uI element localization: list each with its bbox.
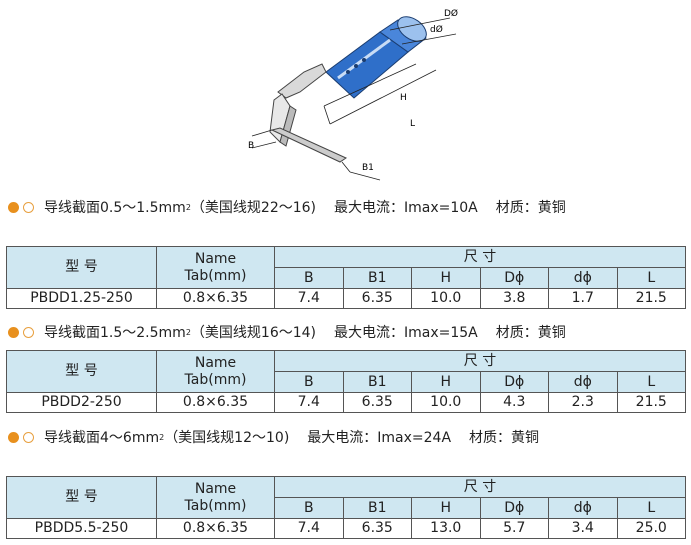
material: 材质：黄铜 [495,325,566,341]
section-title: 导线截面4～6mm [44,430,160,446]
material: 材质：黄铜 [469,430,540,446]
col-size: 尺 寸 [463,248,497,265]
cell-B1: 6.35 [342,288,412,309]
table-row: PBDD5.5-250 0.8×6.35 7.4 6.35 13.0 5.7 3… [6,518,686,539]
table-row: PBDD2-250 0.8×6.35 7.4 6.35 10.0 4.3 2.3… [6,392,686,413]
section-title: 导线截面0.5～1.5mm [44,200,186,216]
label-B1: B1 [362,163,374,173]
col-tab: Tab(mm) [184,371,247,388]
bullet-filled-icon [8,326,19,338]
col-tab: Tab(mm) [184,497,247,514]
col-d: dϕ [548,497,618,519]
cell-model: PBDD1.25-250 [6,288,157,309]
cell-tab: 0.8×6.35 [156,518,275,539]
cell-tab: 0.8×6.35 [156,392,275,413]
cell-L: 21.5 [616,392,686,413]
unit-superscript: 2 [185,327,191,337]
cell-tab: 0.8×6.35 [156,288,275,309]
cell-B1: 6.35 [342,518,412,539]
label-B: B [248,141,254,151]
col-H: H [411,267,481,289]
cell-D: 5.7 [479,518,549,539]
max-current: 最大电流：Imax=15A [334,325,478,341]
cell-H: 10.0 [411,288,481,309]
cell-d: 2.3 [548,392,618,413]
awg-range: （美国线规22～16) [190,200,316,216]
cell-L: 25.0 [616,518,686,539]
col-B1: B1 [342,267,412,289]
unit-superscript: 2 [185,202,191,212]
cell-D: 3.8 [479,288,549,309]
label-L: L [410,119,415,129]
col-type: 型 号 [65,259,98,276]
table-row: PBDD1.25-250 0.8×6.35 7.4 6.35 10.0 3.8 … [6,288,686,309]
col-name: Name [194,481,237,498]
terminal-drawing: DØ dØ H L B B1 [248,8,458,181]
bullet-hollow-icon [23,431,34,443]
col-H: H [411,497,481,519]
bullet-hollow-icon [23,201,34,213]
col-L: L [616,267,686,289]
col-B1: B1 [342,371,412,393]
col-type: 型 号 [65,363,98,380]
bullet-hollow-icon [23,326,34,338]
col-name: Name [194,251,237,268]
col-name: Name [194,355,237,372]
col-B: B [274,497,344,519]
cell-B: 7.4 [274,288,344,309]
col-d: dϕ [548,371,618,393]
cell-B: 7.4 [274,392,344,413]
material: 材质：黄铜 [495,200,566,216]
col-size: 尺 寸 [463,478,497,495]
col-d: dϕ [548,267,618,289]
label-D: DØ [444,8,458,19]
cell-L: 21.5 [616,288,686,309]
bullet-filled-icon [8,431,19,443]
label-d: dØ [430,24,443,35]
col-tab: Tab(mm) [184,267,247,284]
cell-H: 10.0 [411,392,481,413]
awg-range: （美国线规16～14) [190,325,316,341]
cell-H: 13.0 [411,518,481,539]
unit-superscript: 2 [159,432,165,442]
awg-range: （美国线规12～10) [164,430,290,446]
cell-model: PBDD5.5-250 [6,518,157,539]
cell-B: 7.4 [274,518,344,539]
col-L: L [616,497,686,519]
max-current: 最大电流：Imax=10A [334,200,478,216]
col-B: B [274,267,344,289]
cell-model: PBDD2-250 [6,392,157,413]
col-L: L [616,371,686,393]
col-D: Dϕ [479,497,549,519]
section-title: 导线截面1.5～2.5mm [44,325,186,341]
label-H: H [400,93,407,103]
max-current: 最大电流：Imax=24A [307,430,452,446]
cell-d: 1.7 [548,288,618,309]
col-D: Dϕ [479,371,549,393]
col-B1: B1 [342,497,412,519]
cell-D: 4.3 [479,392,549,413]
col-size: 尺 寸 [463,352,497,369]
col-D: Dϕ [479,267,549,289]
cell-B1: 6.35 [342,392,412,413]
col-H: H [411,371,481,393]
cell-d: 3.4 [548,518,618,539]
col-type: 型 号 [65,489,98,506]
col-B: B [274,371,344,393]
bullet-filled-icon [8,201,19,213]
